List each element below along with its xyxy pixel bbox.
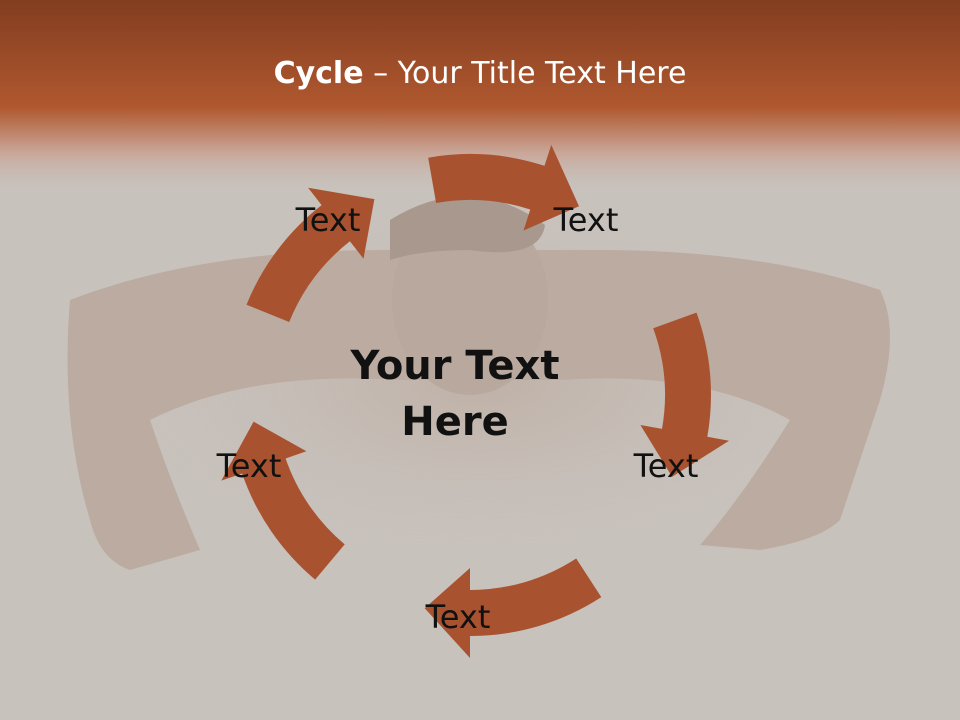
- title-bold: Cycle: [273, 56, 364, 91]
- cycle-arrow-2: [640, 312, 729, 477]
- cycle-arrow-3: [424, 558, 602, 658]
- center-text: Your Text Here: [350, 343, 560, 445]
- cycle-label-4: Text: [425, 598, 491, 636]
- cycle-arrow-4: [221, 421, 345, 580]
- cycle-label-5: Text: [216, 447, 282, 485]
- cycle-arrow-1: [428, 144, 579, 231]
- cycle-arrow-5: [246, 187, 375, 322]
- slide-title: Cycle – Your Title Text Here: [0, 52, 960, 96]
- cycle-label-2: Text: [553, 201, 619, 239]
- title-rest: – Your Title Text Here: [363, 56, 687, 91]
- cycle-label-1: Text: [295, 201, 361, 239]
- cycle-label-3: Text: [633, 447, 699, 485]
